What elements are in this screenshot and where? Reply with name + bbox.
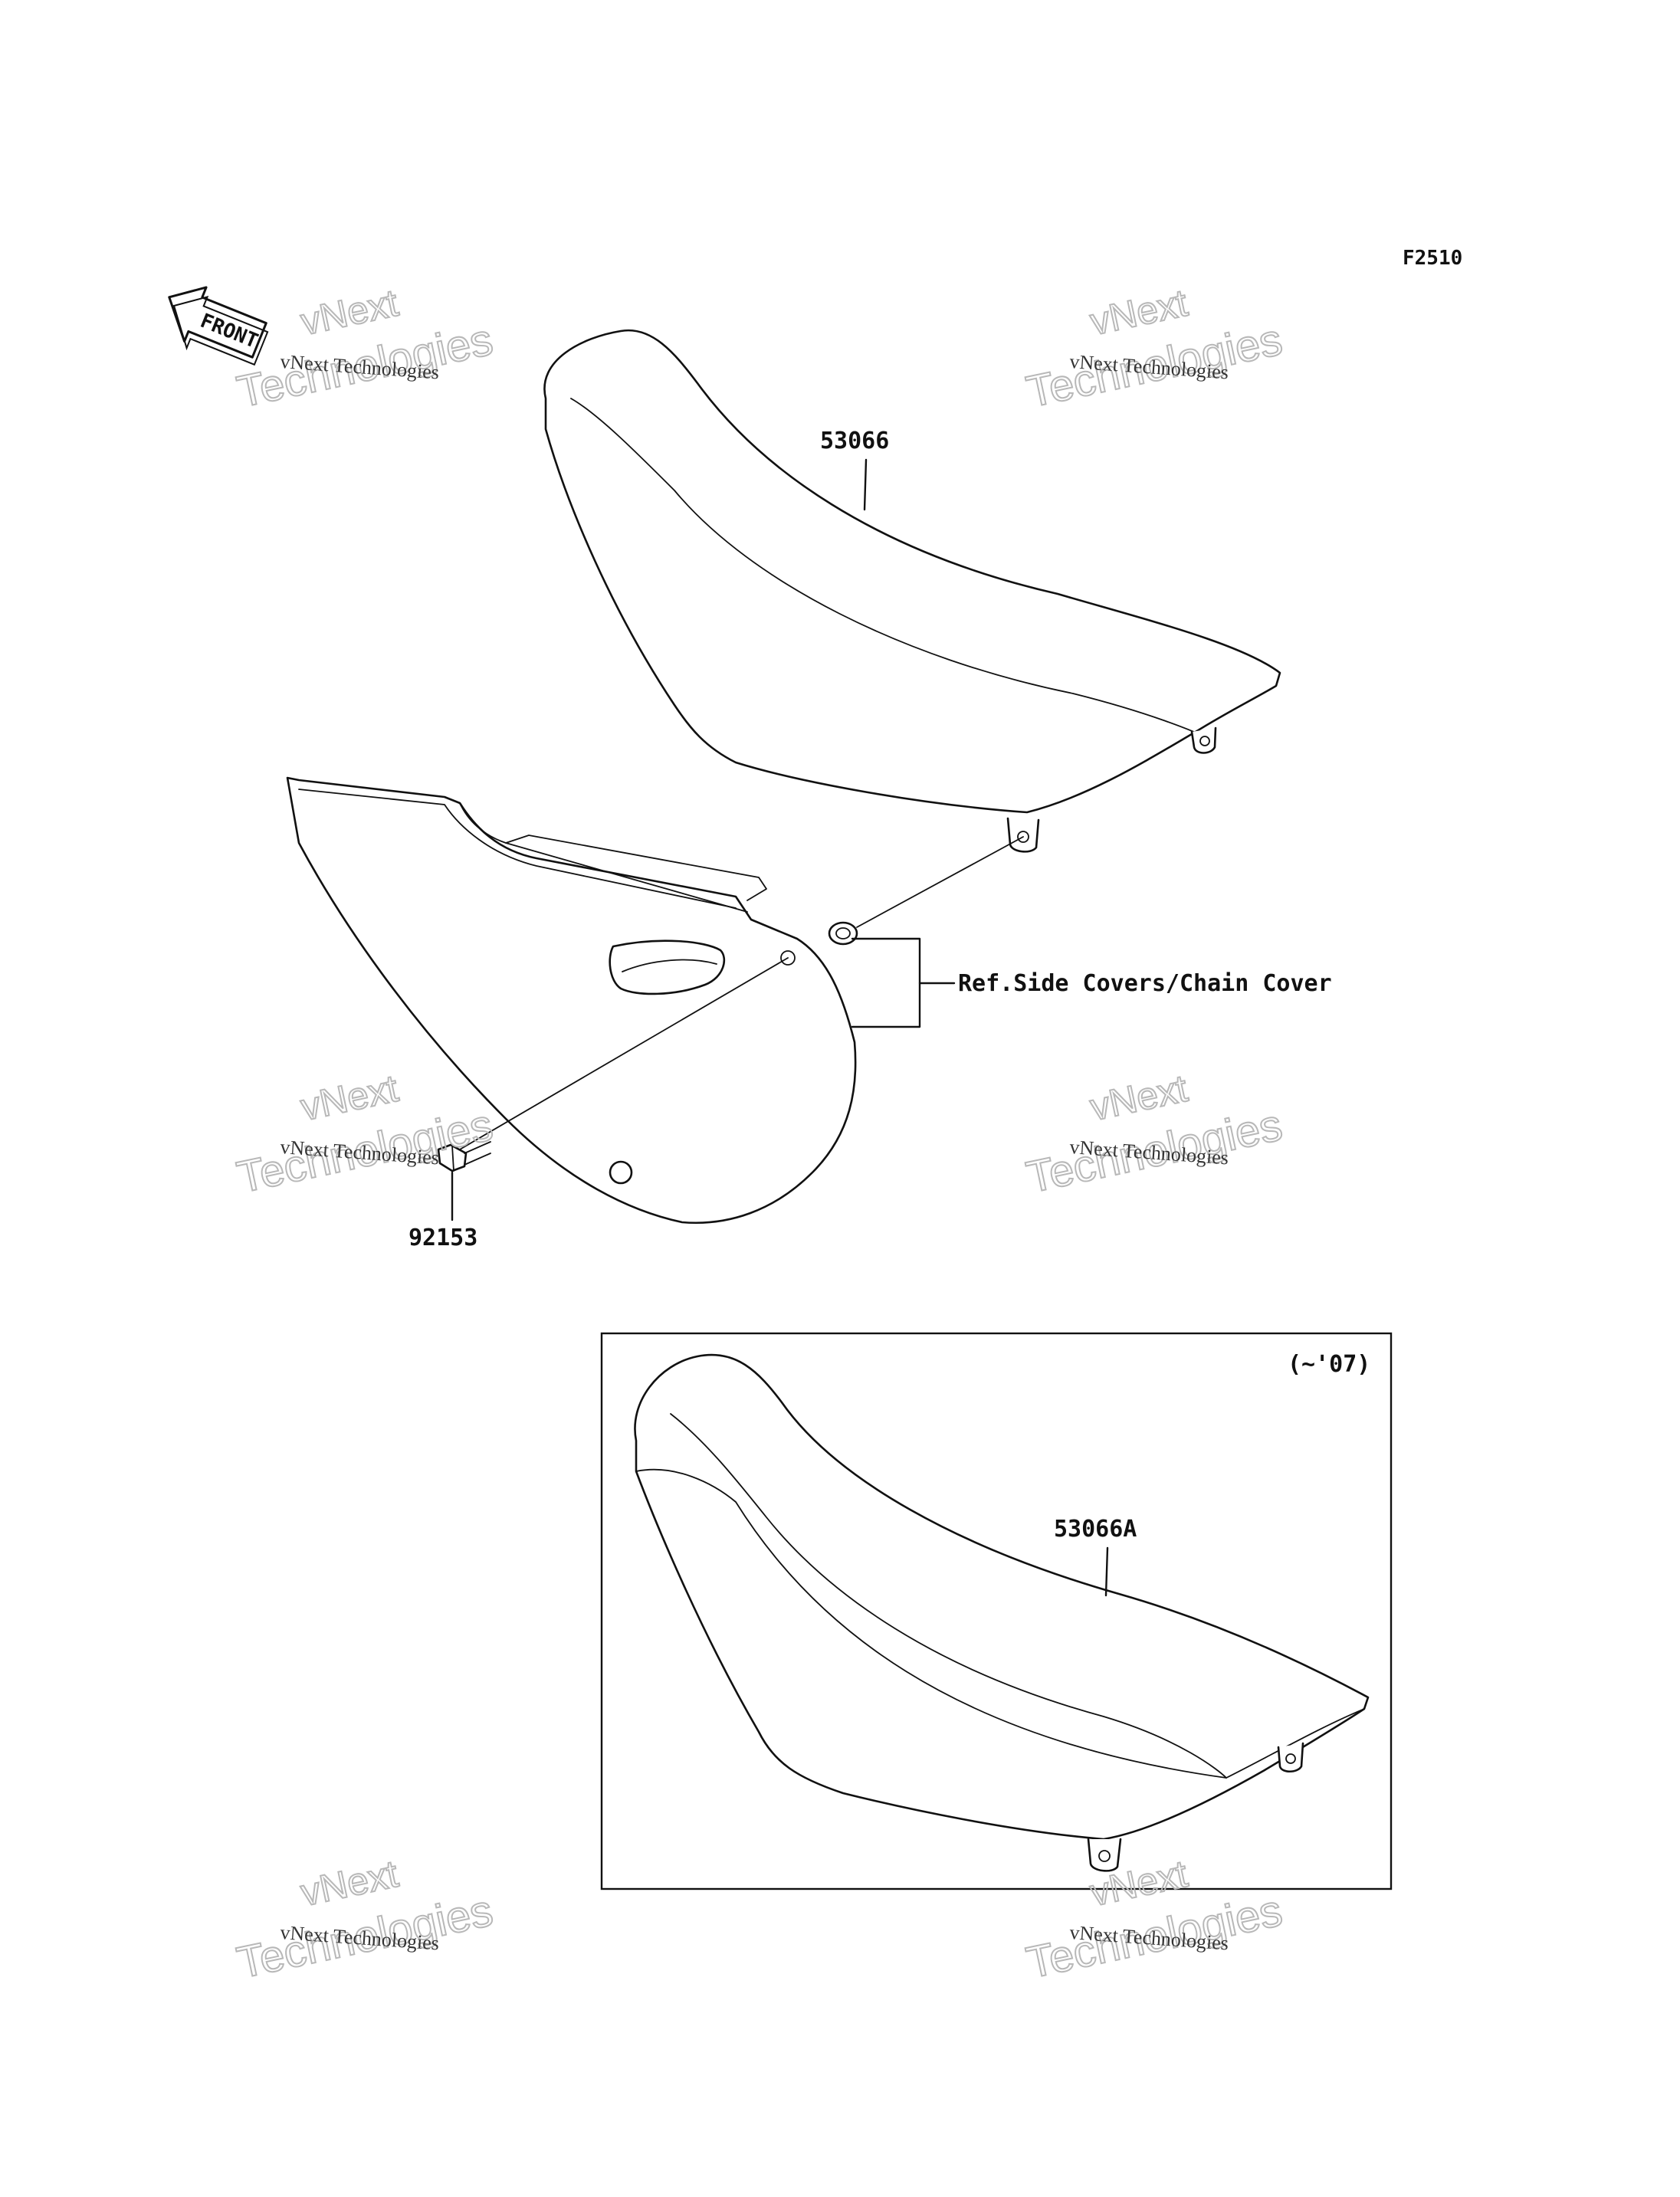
assembly-line-tab [856,836,1024,928]
grommet-icon [828,921,858,946]
reference-note: Ref.Side Covers/Chain Cover [958,970,1332,997]
callout-seat-main: 53066 [820,428,889,511]
bolt-icon [437,1141,491,1172]
front-arrow-icon: FRONT [168,286,269,366]
part-number-53066: 53066 [820,428,889,454]
part-number-92153: 92153 [409,1225,477,1251]
svg-text:vNext: vNext [1086,1067,1191,1129]
inset-box: (~'07) [600,1332,1393,1890]
assembly-line-bolt [459,957,789,1150]
seat-alt [634,1353,1370,1872]
side-cover [286,776,857,1224]
svg-text:vNext: vNext [297,1067,402,1129]
svg-text:vNext: vNext [297,281,402,343]
reference-bracket: Ref.Side Covers/Chain Cover [851,937,1332,1028]
svg-text:vNext: vNext [297,1852,402,1914]
inset-label: (~'07) [1288,1351,1370,1378]
svg-text:vNext: vNext [1086,281,1191,343]
figure-code: F2510 [1403,247,1462,270]
part-number-53066A: 53066A [1054,1516,1137,1543]
callout-bolt: 92153 [409,1171,477,1251]
seat-main [543,329,1281,853]
callout-seat-alt: 53066A [1054,1516,1137,1597]
